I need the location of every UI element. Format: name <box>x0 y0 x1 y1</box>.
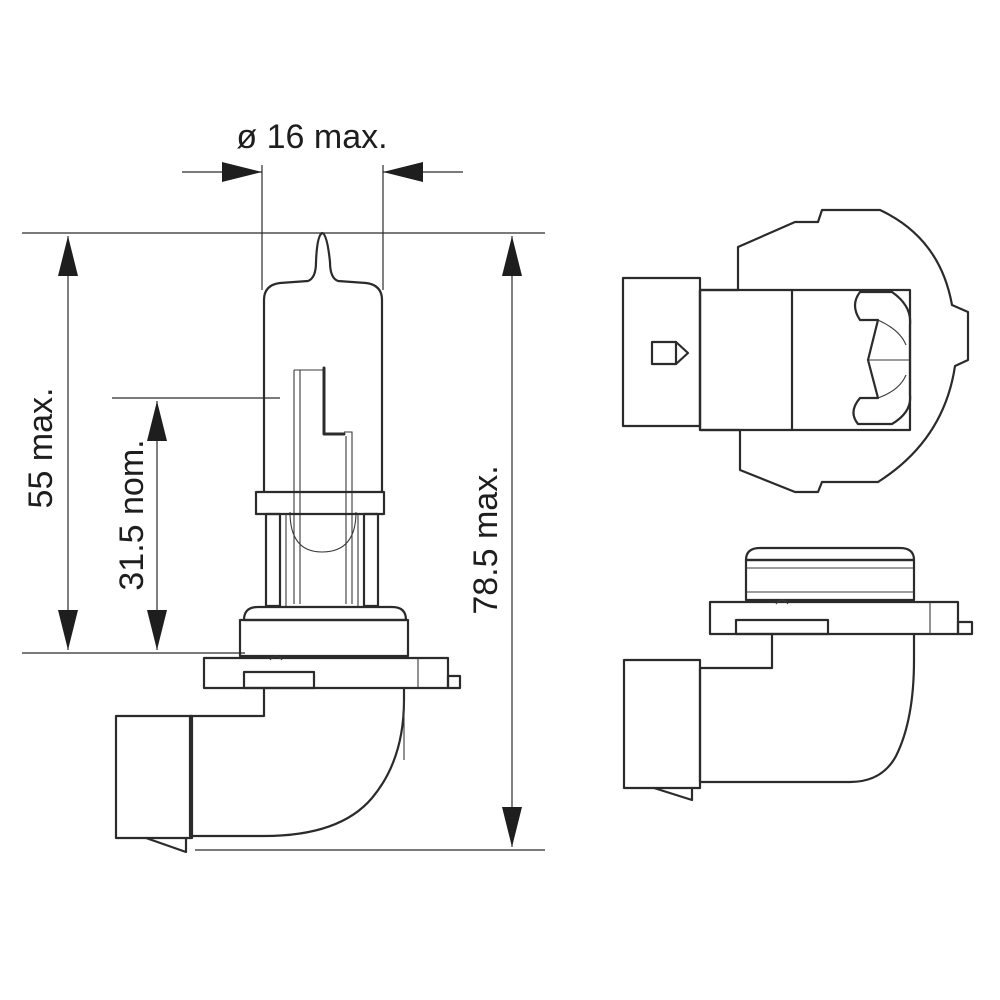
rear-view-cap-body <box>744 558 916 602</box>
glass-collar <box>254 490 386 516</box>
glass-envelope <box>262 231 384 494</box>
bulb-top-view <box>621 208 970 494</box>
dim-78-5-arrow-top <box>502 236 522 276</box>
connector-plug <box>114 714 194 840</box>
rear-view-flange <box>708 600 960 636</box>
top-view-plug-pin-tip <box>674 340 690 366</box>
flange-tab <box>446 674 462 690</box>
height-total-label: 55 max. <box>22 388 60 509</box>
plug-latch <box>144 836 188 854</box>
bulb-side-view <box>114 231 462 854</box>
light-center-label: 31.5 nom. <box>113 439 151 590</box>
top-view-housing <box>698 208 970 494</box>
rear-view-flange-tab <box>956 620 974 636</box>
dim-55-arrow-top <box>58 236 78 276</box>
bulb-rear-view <box>622 546 974 802</box>
dim-dia-arrow-right <box>383 162 423 182</box>
dim-31-5-arrow-top <box>147 401 167 441</box>
rear-view-key <box>734 618 830 636</box>
overall-length-label: 78.5 max. <box>467 465 505 614</box>
diameter-label: ø 16 max. <box>236 118 387 156</box>
top-view-terminal-curve-top <box>877 319 907 346</box>
dim-55-arrow-bottom <box>58 610 78 650</box>
flange-key <box>242 670 316 690</box>
pinch-leg-right <box>362 512 380 608</box>
dim-31-5-arrow-bottom <box>147 610 167 650</box>
flange-notch <box>269 655 283 661</box>
flange <box>202 656 450 690</box>
dim-dia-arrow-left <box>222 162 262 182</box>
top-view-terminal-curve-bottom <box>877 374 907 399</box>
filament <box>322 366 346 436</box>
pinch-leg-left <box>264 512 282 608</box>
pinch-arc <box>289 511 357 553</box>
rear-view-latch <box>652 786 694 802</box>
connector-elbow <box>188 686 406 838</box>
cap-body <box>238 618 410 658</box>
rear-view-plug <box>622 658 702 790</box>
top-view-terminal <box>852 290 912 426</box>
rear-view-elbow <box>698 632 916 784</box>
rear-view-notch <box>775 599 789 605</box>
dimension-lines <box>22 162 545 851</box>
rear-view-cap-ring <box>744 546 916 562</box>
dim-78-5-arrow-bottom <box>502 807 522 847</box>
filament-support-right <box>344 431 353 604</box>
top-view-plug-pin <box>650 340 678 366</box>
cap-ring <box>242 605 408 622</box>
